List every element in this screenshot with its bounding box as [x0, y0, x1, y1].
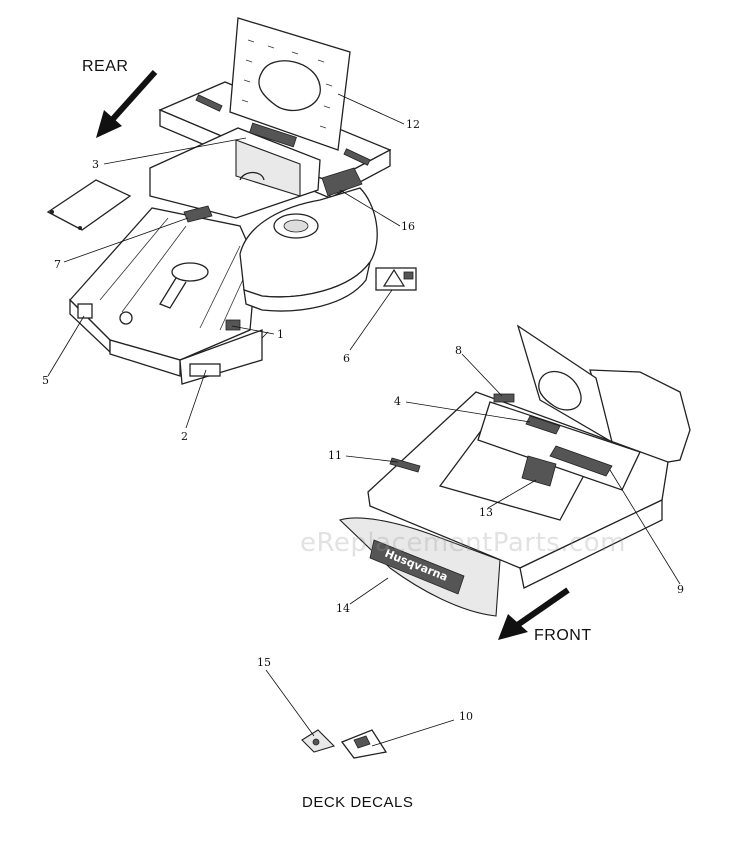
callout-15: 15 — [257, 656, 271, 669]
loose-decals — [301, 729, 388, 759]
seat-plate — [229, 17, 351, 151]
front-label: FRONT — [534, 627, 592, 644]
callout-7: 7 — [54, 258, 61, 271]
decal-11-mark — [389, 457, 421, 473]
flap-panel — [46, 179, 132, 231]
callout-14: 14 — [336, 602, 350, 615]
decal-2-mark — [189, 363, 221, 377]
decal-1-mark — [225, 319, 241, 331]
callout-12: 12 — [406, 118, 420, 131]
callout-13: 13 — [479, 506, 493, 519]
callout-3: 3 — [92, 158, 99, 171]
leader-lines — [47, 93, 681, 747]
callout-9: 9 — [677, 583, 684, 596]
decal-8-mark — [493, 393, 515, 403]
callout-16: 16 — [401, 220, 415, 233]
callout-2: 2 — [181, 430, 188, 443]
callout-5: 5 — [42, 374, 49, 387]
decal-13-mark — [521, 455, 557, 487]
rear-label: REAR — [82, 58, 129, 75]
callout-6: 6 — [343, 352, 350, 365]
callout-8: 8 — [455, 344, 462, 357]
decal-5-mark — [77, 303, 93, 319]
control-console — [149, 127, 321, 219]
callout-1: 1 — [277, 328, 284, 341]
decal-6-icon — [375, 267, 417, 291]
deck-decals-caption: DECK DECALS — [302, 794, 414, 811]
callout-11: 11 — [328, 449, 342, 462]
watermark: eReplacementParts.com — [300, 528, 627, 558]
upper-mower-assembly — [46, 17, 392, 385]
lower-deck-assembly: Husqvarna — [338, 324, 691, 617]
rear-arrow — [96, 69, 158, 138]
callout-10: 10 — [459, 710, 473, 723]
callout-4: 4 — [394, 395, 401, 408]
front-arrow — [498, 587, 570, 640]
